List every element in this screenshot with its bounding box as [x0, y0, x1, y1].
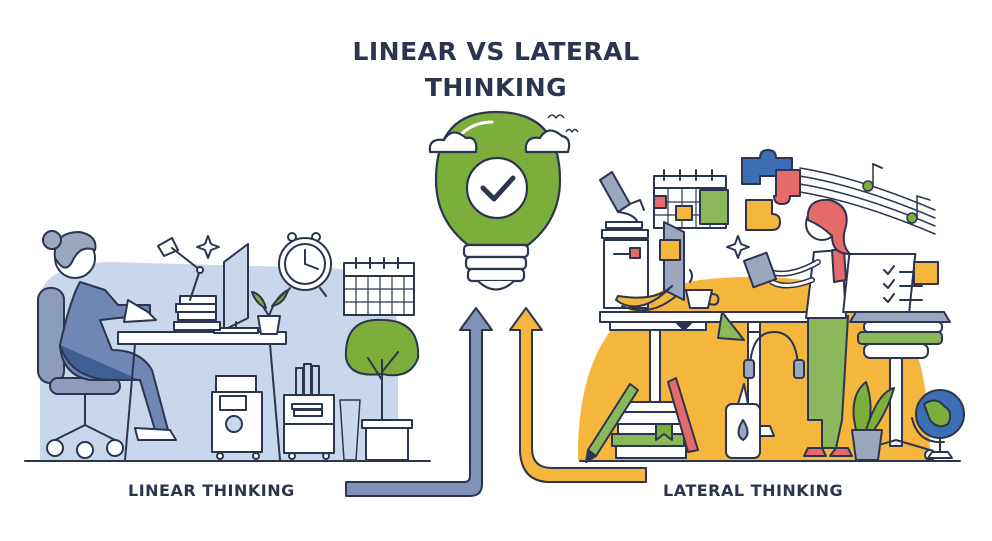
puzzle-icon [742, 150, 800, 230]
linear-thinking-label: LINEAR THINKING [128, 481, 295, 500]
checkmark-icon [467, 158, 527, 218]
linear-scene [25, 231, 430, 461]
lateral-thinking-label: LATERAL THINKING [663, 481, 843, 500]
monitor-icon [660, 222, 684, 300]
paper-stack [176, 296, 216, 320]
microscope-icon [600, 172, 648, 238]
bird-icon [566, 130, 578, 133]
lightbulb-icon [430, 112, 578, 290]
lateral-scene [578, 150, 964, 462]
trash-bin [340, 400, 360, 460]
calendar-icon [654, 170, 728, 228]
sparkle-icon [727, 236, 749, 258]
bird-icon [548, 115, 564, 118]
calendar-icon [344, 258, 414, 315]
sparkle-icon [197, 236, 219, 258]
filing-cabinet [212, 376, 262, 459]
